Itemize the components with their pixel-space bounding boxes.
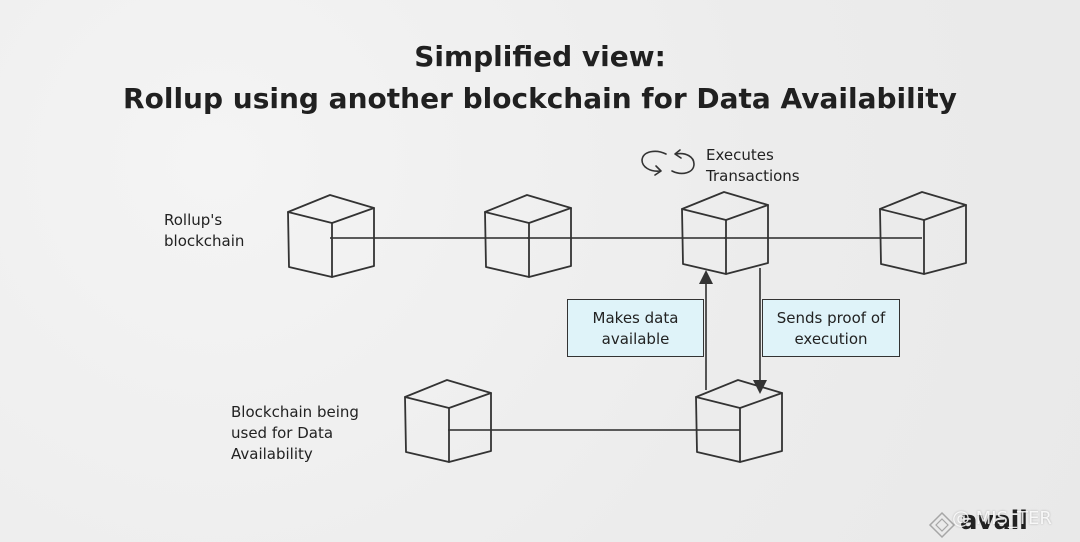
da-block-2 (695, 379, 783, 463)
rollup-block-3 (681, 191, 769, 275)
rollup-block-2 (484, 194, 572, 278)
da-chain-label: Blockchain being used for Data Availabil… (231, 403, 359, 463)
executes-transactions-label: Executes Transactions (706, 146, 800, 185)
sends-proof-box: Sends proof of execution (762, 299, 900, 357)
footer-branding (925, 506, 1075, 539)
makes-data-available-box: Makes data available (567, 299, 704, 357)
rollup-block-4 (879, 191, 967, 275)
rollup-chain-label: Rollup's blockchain (164, 211, 245, 250)
title-line-2: Rollup using another blockchain for Data… (123, 82, 957, 115)
page-title: Simplified view: Rollup using another bl… (0, 36, 1080, 120)
cycle-arrows-icon (641, 149, 695, 176)
rollup-block-1 (287, 194, 375, 278)
avail-logo: avail (960, 506, 1028, 536)
arrow-up-icon (699, 270, 713, 390)
da-block-1 (404, 379, 492, 463)
avail-logo-icon (928, 511, 956, 539)
watermark-text: @ MIS_TER (952, 508, 1052, 529)
arrow-down-icon (753, 268, 767, 394)
title-line-1: Simplified view: (414, 40, 666, 73)
